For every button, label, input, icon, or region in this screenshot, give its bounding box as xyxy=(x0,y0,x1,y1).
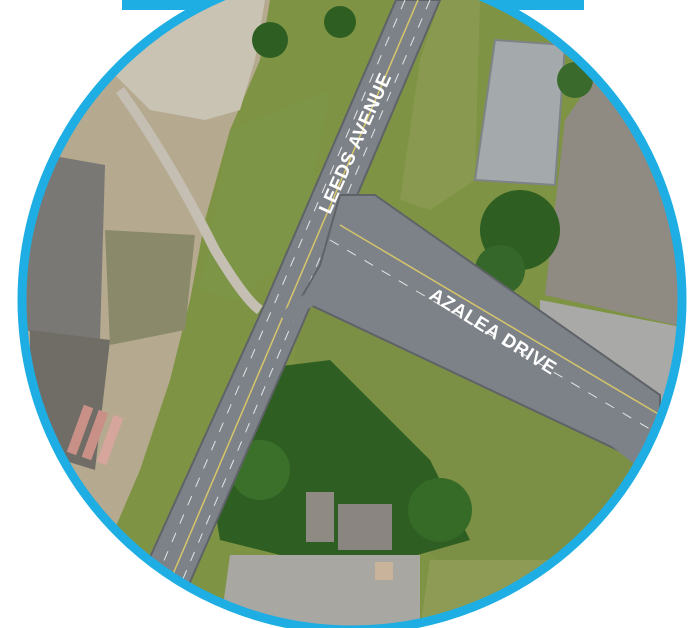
forest xyxy=(210,360,470,560)
house-1 xyxy=(306,492,334,542)
slip-road xyxy=(279,281,645,466)
left-building xyxy=(22,150,105,340)
field-top xyxy=(400,0,480,210)
leeds-avenue-road xyxy=(116,0,442,628)
circular-frame xyxy=(17,0,687,628)
bottom-parking xyxy=(220,555,420,628)
office-building xyxy=(473,38,567,187)
scrub-lot xyxy=(105,230,195,345)
lower-field xyxy=(290,300,640,600)
house-2 xyxy=(338,504,392,550)
